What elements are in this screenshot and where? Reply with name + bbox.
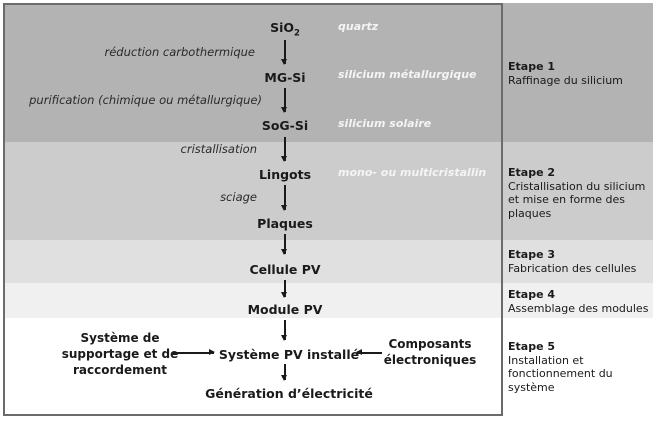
arrow-mgsi-to-sogsi	[281, 88, 287, 113]
node-plaques: Plaques	[257, 216, 313, 231]
stage-4-label: Etape 4 Assemblage des modules	[508, 288, 649, 315]
arrow-composants-to-systeme	[356, 349, 382, 355]
node-cellule-pv: Cellule PV	[249, 262, 321, 277]
node-module-pv: Module PV	[247, 302, 323, 317]
stage-5-band	[3, 318, 653, 414]
node-sog-si: SoG-Si	[261, 118, 309, 133]
description-mono-multicristallin: mono- ou multicristallin	[338, 166, 487, 179]
description-silicium-solaire: silicium solaire	[338, 117, 432, 130]
description-silicium-metallurgique: silicium métallurgique	[338, 68, 477, 81]
node-systeme-pv-installe: Système PV installé	[218, 347, 360, 362]
arrow-sogsi-to-lingots	[281, 137, 287, 162]
input-composants-electroniques: Composants électroniques	[383, 337, 477, 367]
node-lingots: Lingots	[258, 167, 312, 182]
stage-3-label: Etape 3 Fabrication des cellules	[508, 248, 637, 275]
arrow-supportage-to-systeme	[173, 349, 215, 355]
stage-1-band	[3, 3, 653, 142]
process-chain-frame	[3, 3, 503, 416]
node-generation-electricite: Génération d’électricité	[205, 386, 373, 401]
stage-3-band	[3, 240, 653, 283]
process-label-sciage: sciage	[220, 190, 257, 204]
stage-4-band	[3, 283, 653, 318]
arrow-systeme-to-generation	[281, 364, 287, 381]
arrow-plaques-to-cellule	[281, 234, 287, 255]
stage-2-band	[3, 142, 653, 240]
process-label-purification: purification (chimique ou métallurgique)	[29, 93, 262, 107]
node-sio2: SiO2	[270, 20, 300, 39]
stage-2-label: Etape 2 Cristallisation du silicium et m…	[508, 166, 646, 220]
arrow-lingots-to-plaques	[281, 185, 287, 211]
arrow-module-to-systeme	[281, 320, 287, 341]
stage-5-label: Etape 5 Installation et fonctionnement d…	[508, 340, 613, 394]
description-quartz: quartz	[338, 20, 379, 33]
process-label-reduction: réduction carbothermique	[104, 45, 256, 59]
arrow-cellule-to-module	[281, 280, 287, 298]
stage-1-label: Etape 1 Raffinage du silicium	[508, 60, 623, 87]
arrow-sio2-to-mgsi	[281, 40, 287, 65]
input-supportage-raccordement: Système de supportage et de raccordement	[61, 331, 179, 377]
node-mg-si: MG-Si	[264, 70, 306, 85]
process-label-cristallisation: cristallisation	[180, 142, 257, 156]
